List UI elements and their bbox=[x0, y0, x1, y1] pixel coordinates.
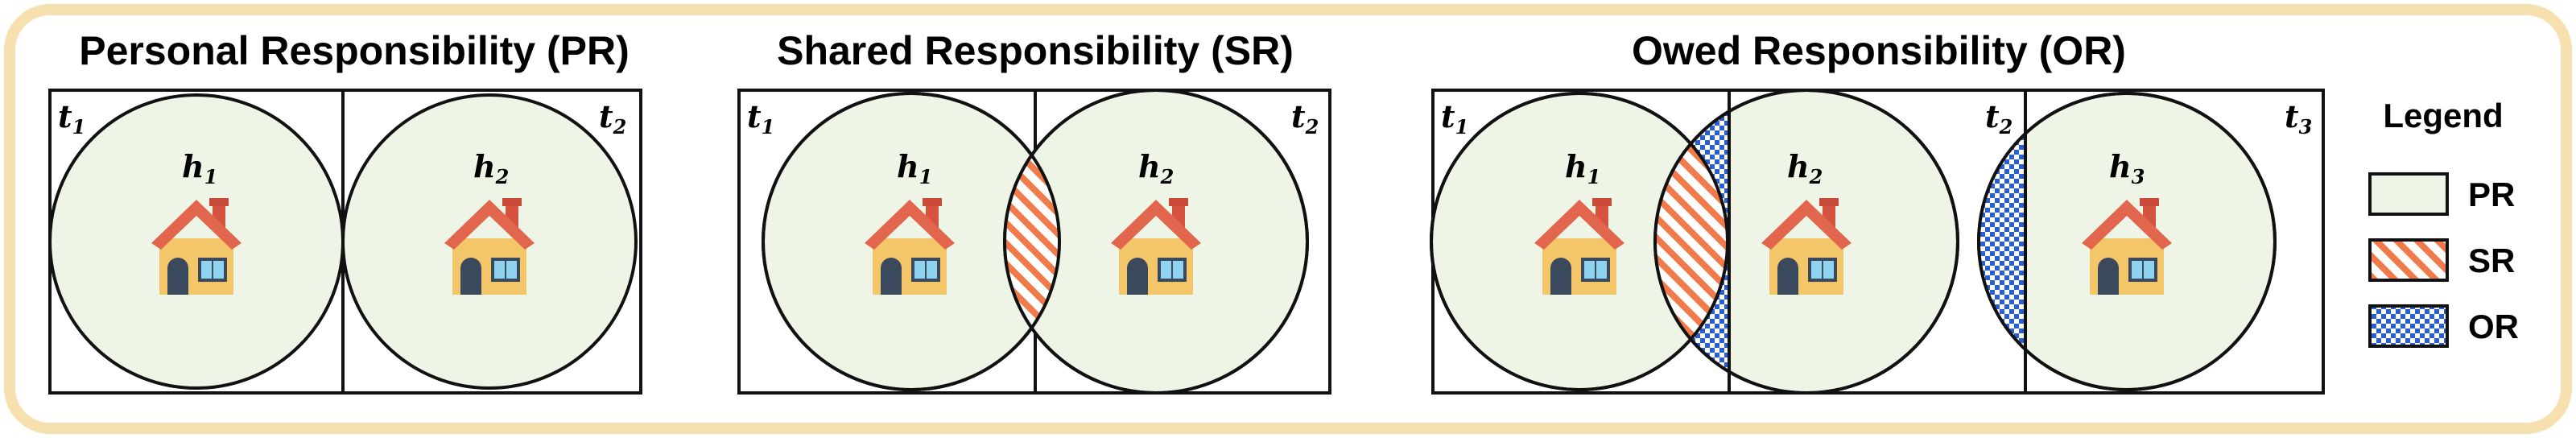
panel-or: Owed Responsibility (OR) t1 t2 t3 bbox=[1430, 28, 2325, 395]
panel-title-sr: Shared Responsibility (SR) bbox=[777, 28, 1294, 73]
legend-swatch-sr bbox=[2368, 238, 2449, 282]
house-label: h2 bbox=[1138, 148, 1174, 188]
panel-title-pr: Personal Responsibility (PR) bbox=[79, 28, 629, 73]
legend-swatch-or bbox=[2368, 304, 2449, 348]
legend-label-or: OR bbox=[2468, 308, 2519, 345]
legend-title: Legend bbox=[2383, 97, 2503, 134]
panel-pr: Personal Responsibility (PR) t1 t2 h1 h2 bbox=[48, 28, 642, 395]
legend-swatch-pr bbox=[2368, 172, 2449, 216]
legend-label-sr: SR bbox=[2468, 242, 2515, 279]
house-label: h2 bbox=[1787, 148, 1823, 188]
house-label: h3 bbox=[2109, 148, 2145, 188]
panel-title-or: Owed Responsibility (OR) bbox=[1632, 28, 2126, 73]
legend-label-pr: PR bbox=[2468, 176, 2515, 213]
tile-label: t1 bbox=[1441, 98, 1468, 138]
legend: Legend PR SR OR bbox=[2368, 97, 2519, 348]
panel-sr: Shared Responsibility (SR) t1 t2 h1 h2 bbox=[737, 28, 1331, 395]
